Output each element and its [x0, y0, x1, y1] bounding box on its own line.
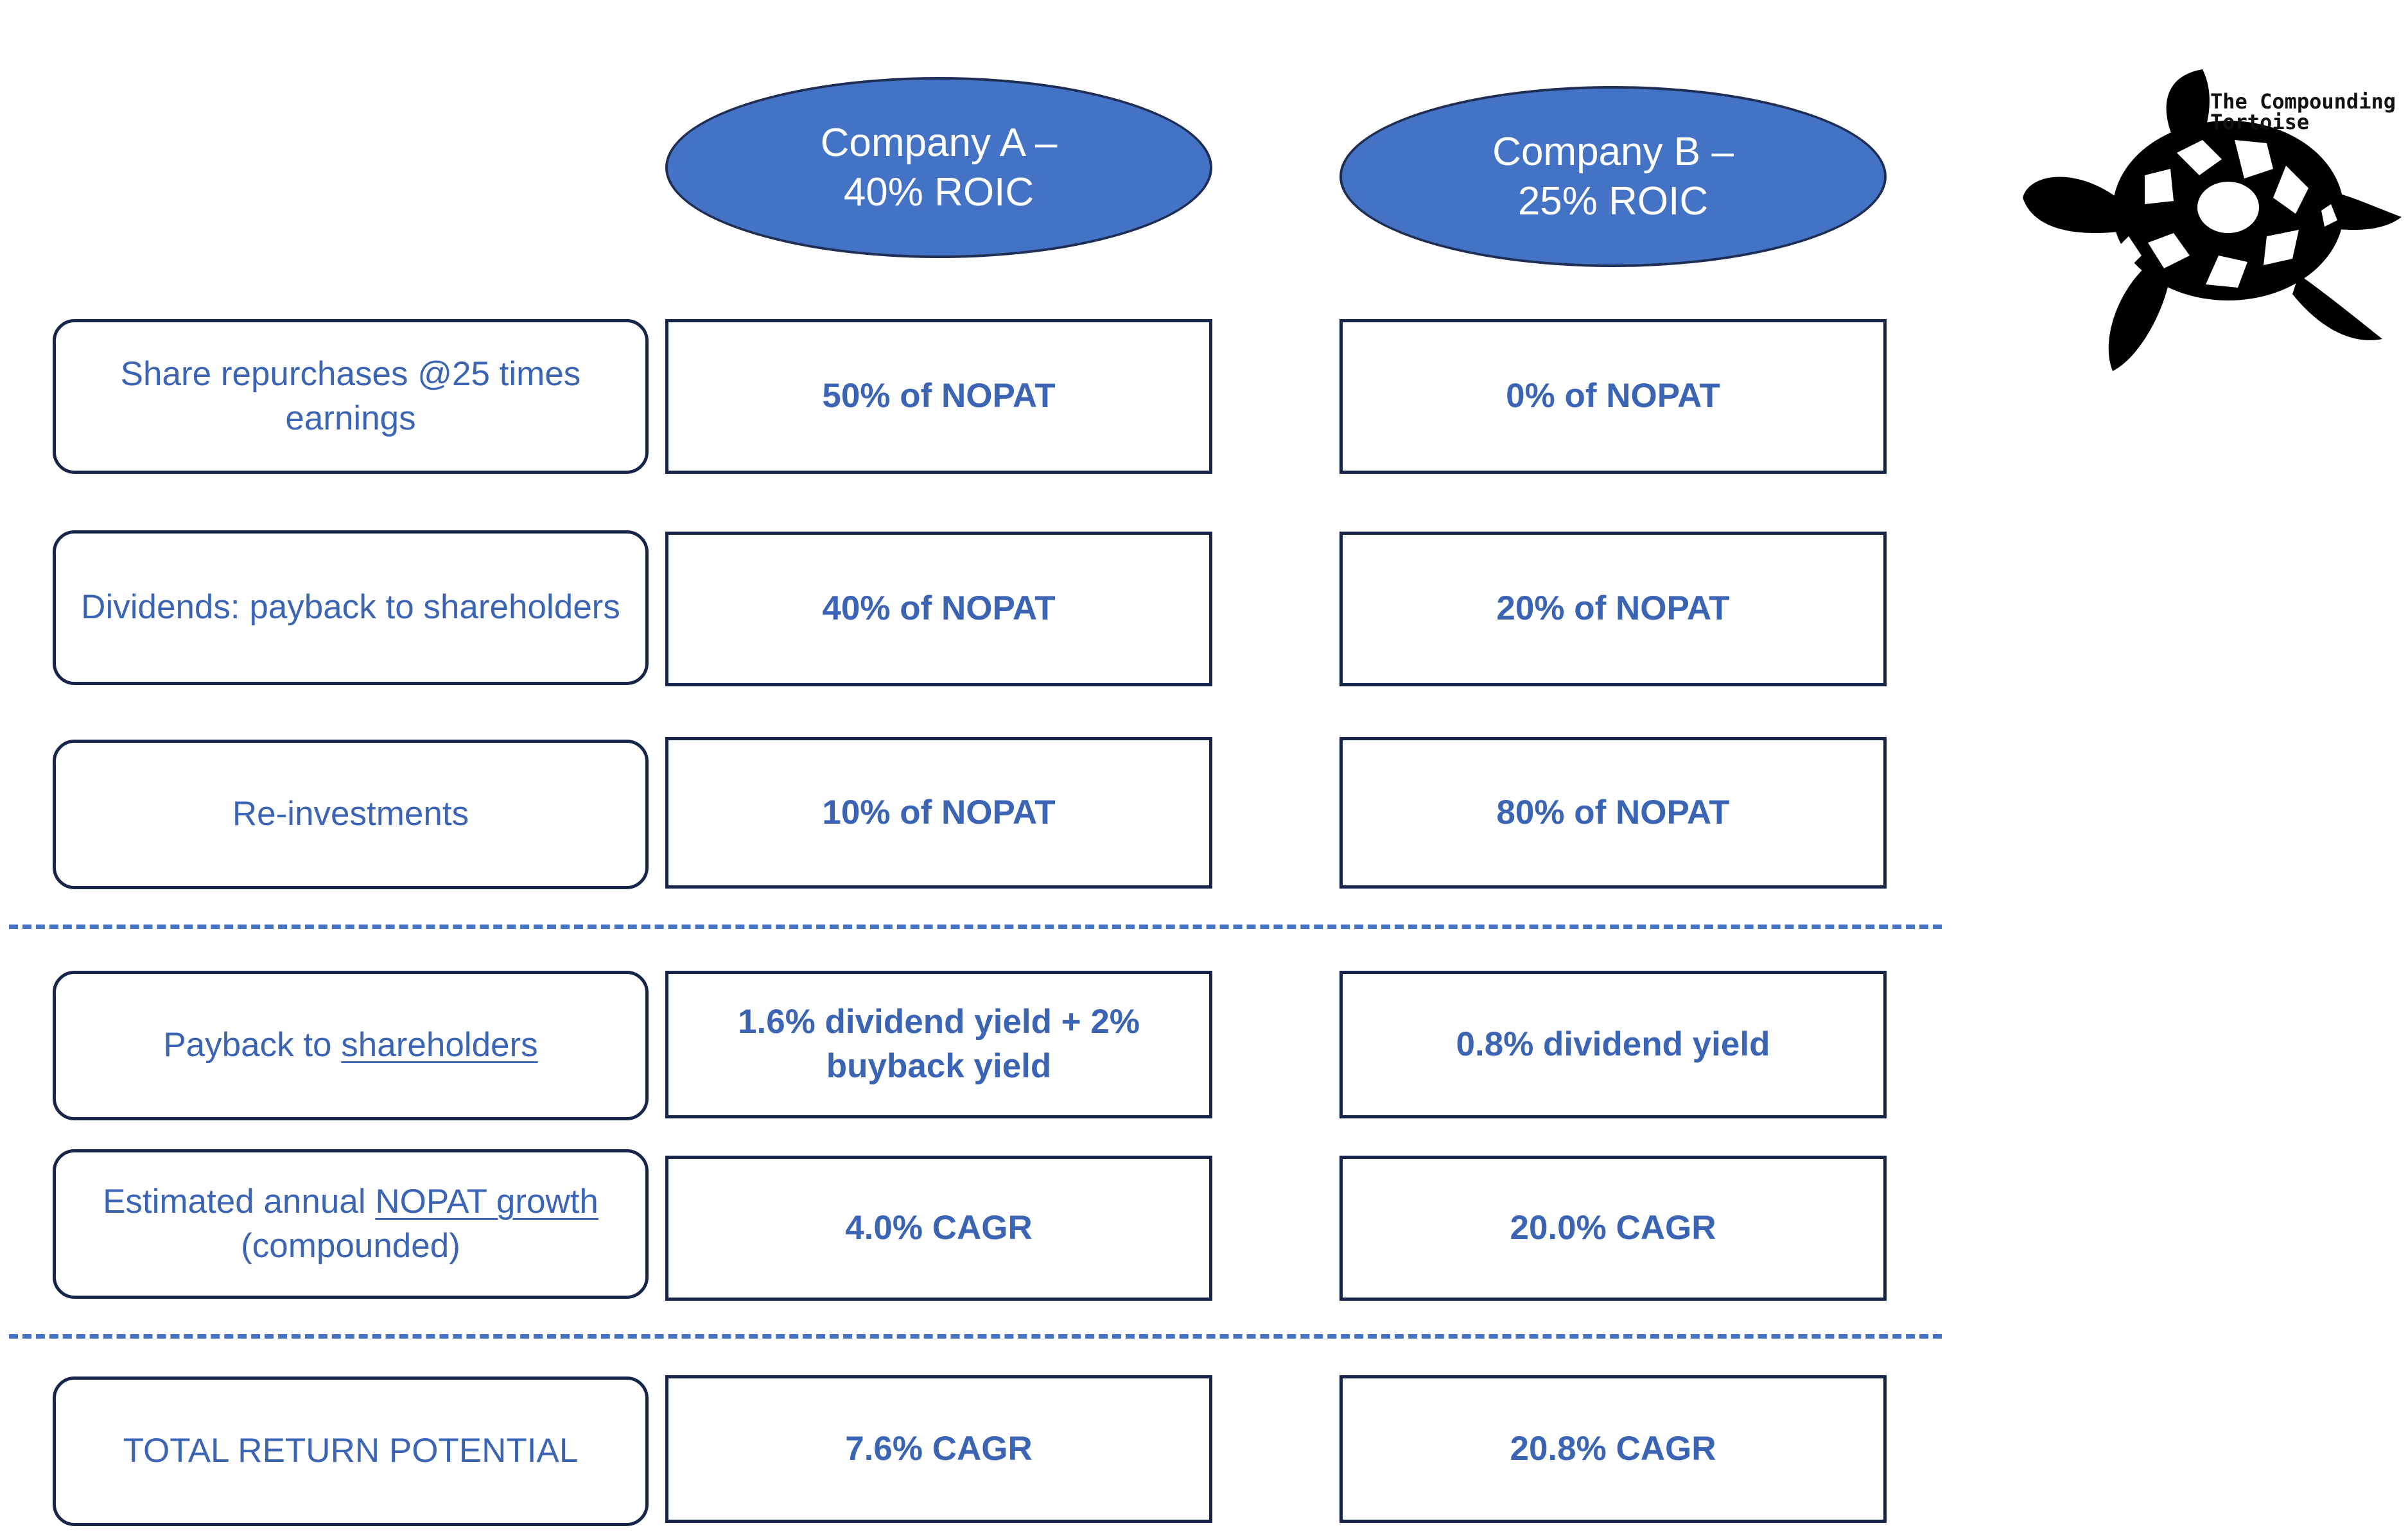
- row-label-nopat-growth: Estimated annual NOPAT growth (compounde…: [53, 1149, 649, 1299]
- section-divider: [9, 1334, 1942, 1339]
- company-b-name: Company B –: [1492, 129, 1734, 174]
- row2-company-a-value: 40% of NOPAT: [665, 532, 1212, 686]
- row5-company-a-value: 4.0% CAGR: [665, 1156, 1212, 1301]
- row1-company-b-value: 0% of NOPAT: [1339, 319, 1887, 474]
- row4-company-a-value: 1.6% dividend yield + 2% buyback yield: [665, 971, 1212, 1118]
- company-b-header: Company B – 25% ROIC: [1339, 86, 1887, 267]
- row-label-payback: Payback to shareholders: [53, 971, 649, 1120]
- company-a-header: Company A – 40% ROIC: [665, 77, 1212, 258]
- row-label-share-repurchases: Share repurchases @25 times earnings: [53, 319, 649, 474]
- company-a-name: Company A –: [820, 120, 1058, 165]
- section-divider: [9, 925, 1942, 929]
- row5-company-b-value: 20.0% CAGR: [1339, 1156, 1887, 1301]
- row6-company-a-value: 7.6% CAGR: [665, 1375, 1212, 1523]
- logo-subtitle: Tortoise: [2210, 110, 2310, 134]
- logo-title: The Compounding: [2210, 89, 2396, 114]
- row2-company-b-value: 20% of NOPAT: [1339, 532, 1887, 686]
- row3-company-a-value: 10% of NOPAT: [665, 737, 1212, 889]
- tortoise-logo: The Compounding Tortoise: [2016, 69, 2408, 378]
- row3-company-b-value: 80% of NOPAT: [1339, 737, 1887, 889]
- company-b-roic: 25% ROIC: [1517, 179, 1709, 223]
- row4-company-b-value: 0.8% dividend yield: [1339, 971, 1887, 1118]
- tortoise-icon: [2023, 69, 2402, 371]
- row1-company-a-value: 50% of NOPAT: [665, 319, 1212, 474]
- nopat-growth-link[interactable]: NOPAT growth: [375, 1182, 598, 1220]
- company-a-roic: 40% ROIC: [843, 170, 1034, 214]
- shareholders-link[interactable]: shareholders: [341, 1026, 538, 1064]
- row6-company-b-value: 20.8% CAGR: [1339, 1375, 1887, 1523]
- row-label-total-return: TOTAL RETURN POTENTIAL: [53, 1376, 649, 1526]
- row-label-reinvestments: Re-investments: [53, 740, 649, 889]
- row-label-dividends: Dividends: payback to shareholders: [53, 530, 649, 685]
